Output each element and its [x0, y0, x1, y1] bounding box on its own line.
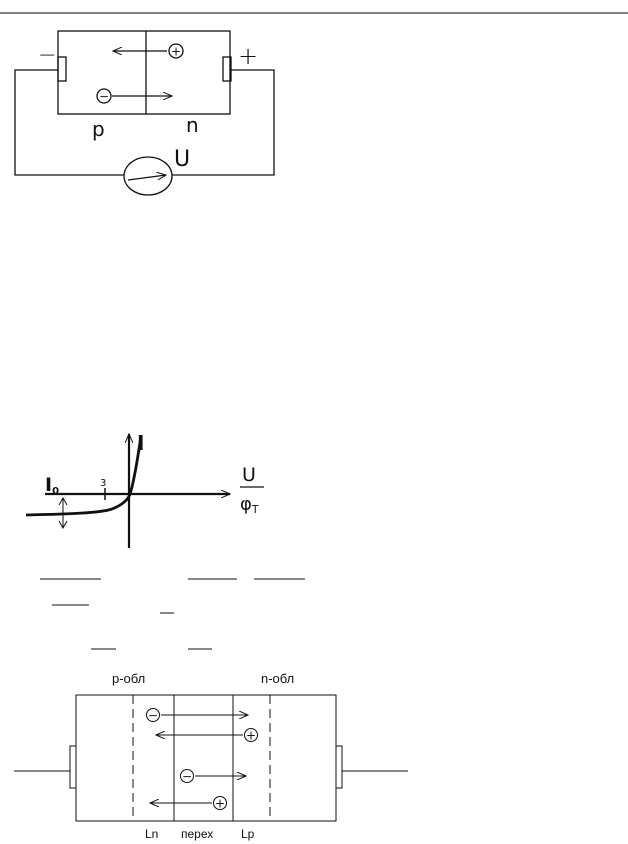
- hole-1-symbol: +: [246, 729, 256, 743]
- hole-circle: [168, 43, 184, 59]
- junction-box: [57, 30, 231, 115]
- electron-2-symbol: −: [182, 770, 192, 784]
- left-contact: [57, 56, 67, 82]
- p-region-label: p: [92, 117, 105, 141]
- i0-label: I0: [45, 474, 59, 497]
- i0-arrow-up: [58, 496, 68, 506]
- hole-1-circle: [244, 728, 258, 742]
- iv-curve: [25, 435, 143, 517]
- formula-fragments: [40, 578, 305, 650]
- source-arrow: [127, 175, 166, 181]
- plus-terminal: +: [238, 42, 258, 70]
- semiconductor-box: [75, 694, 337, 822]
- iv-graph: [25, 434, 264, 548]
- circuit-diagram: [14, 30, 275, 196]
- hole-2-circle: [213, 796, 227, 810]
- right-electrode: [335, 745, 343, 789]
- minus-terminal: −: [38, 43, 56, 68]
- voltage-label: U: [174, 147, 190, 172]
- tick-label-3: 3: [100, 478, 106, 489]
- electron-1-symbol: −: [148, 709, 158, 723]
- junction-label: перех: [181, 827, 213, 841]
- electron-symbol: −: [99, 90, 109, 104]
- lp-label: Lp: [241, 827, 255, 841]
- diffusion-diagram: [14, 694, 408, 822]
- p-region-title: p-обл: [112, 671, 145, 686]
- left-wire: [14, 69, 124, 176]
- hole-2-symbol: +: [215, 797, 225, 811]
- hole-symbol: +: [171, 45, 181, 59]
- left-electrode: [69, 745, 77, 789]
- right-wire: [172, 69, 275, 176]
- n-region-label: n: [186, 113, 199, 137]
- i0-arrow-down: [58, 520, 68, 530]
- y-axis-label: I: [137, 431, 144, 455]
- voltage-source: [123, 156, 173, 196]
- n-region-title: n-обл: [261, 671, 294, 686]
- electron-circle: [96, 88, 112, 104]
- x-axis-denominator: φT: [240, 494, 259, 516]
- electron-2-circle: [180, 769, 194, 783]
- ln-label: Ln: [145, 827, 158, 841]
- right-contact: [222, 56, 232, 82]
- electron-1-circle: [146, 708, 160, 722]
- x-axis-numerator: U: [242, 464, 256, 486]
